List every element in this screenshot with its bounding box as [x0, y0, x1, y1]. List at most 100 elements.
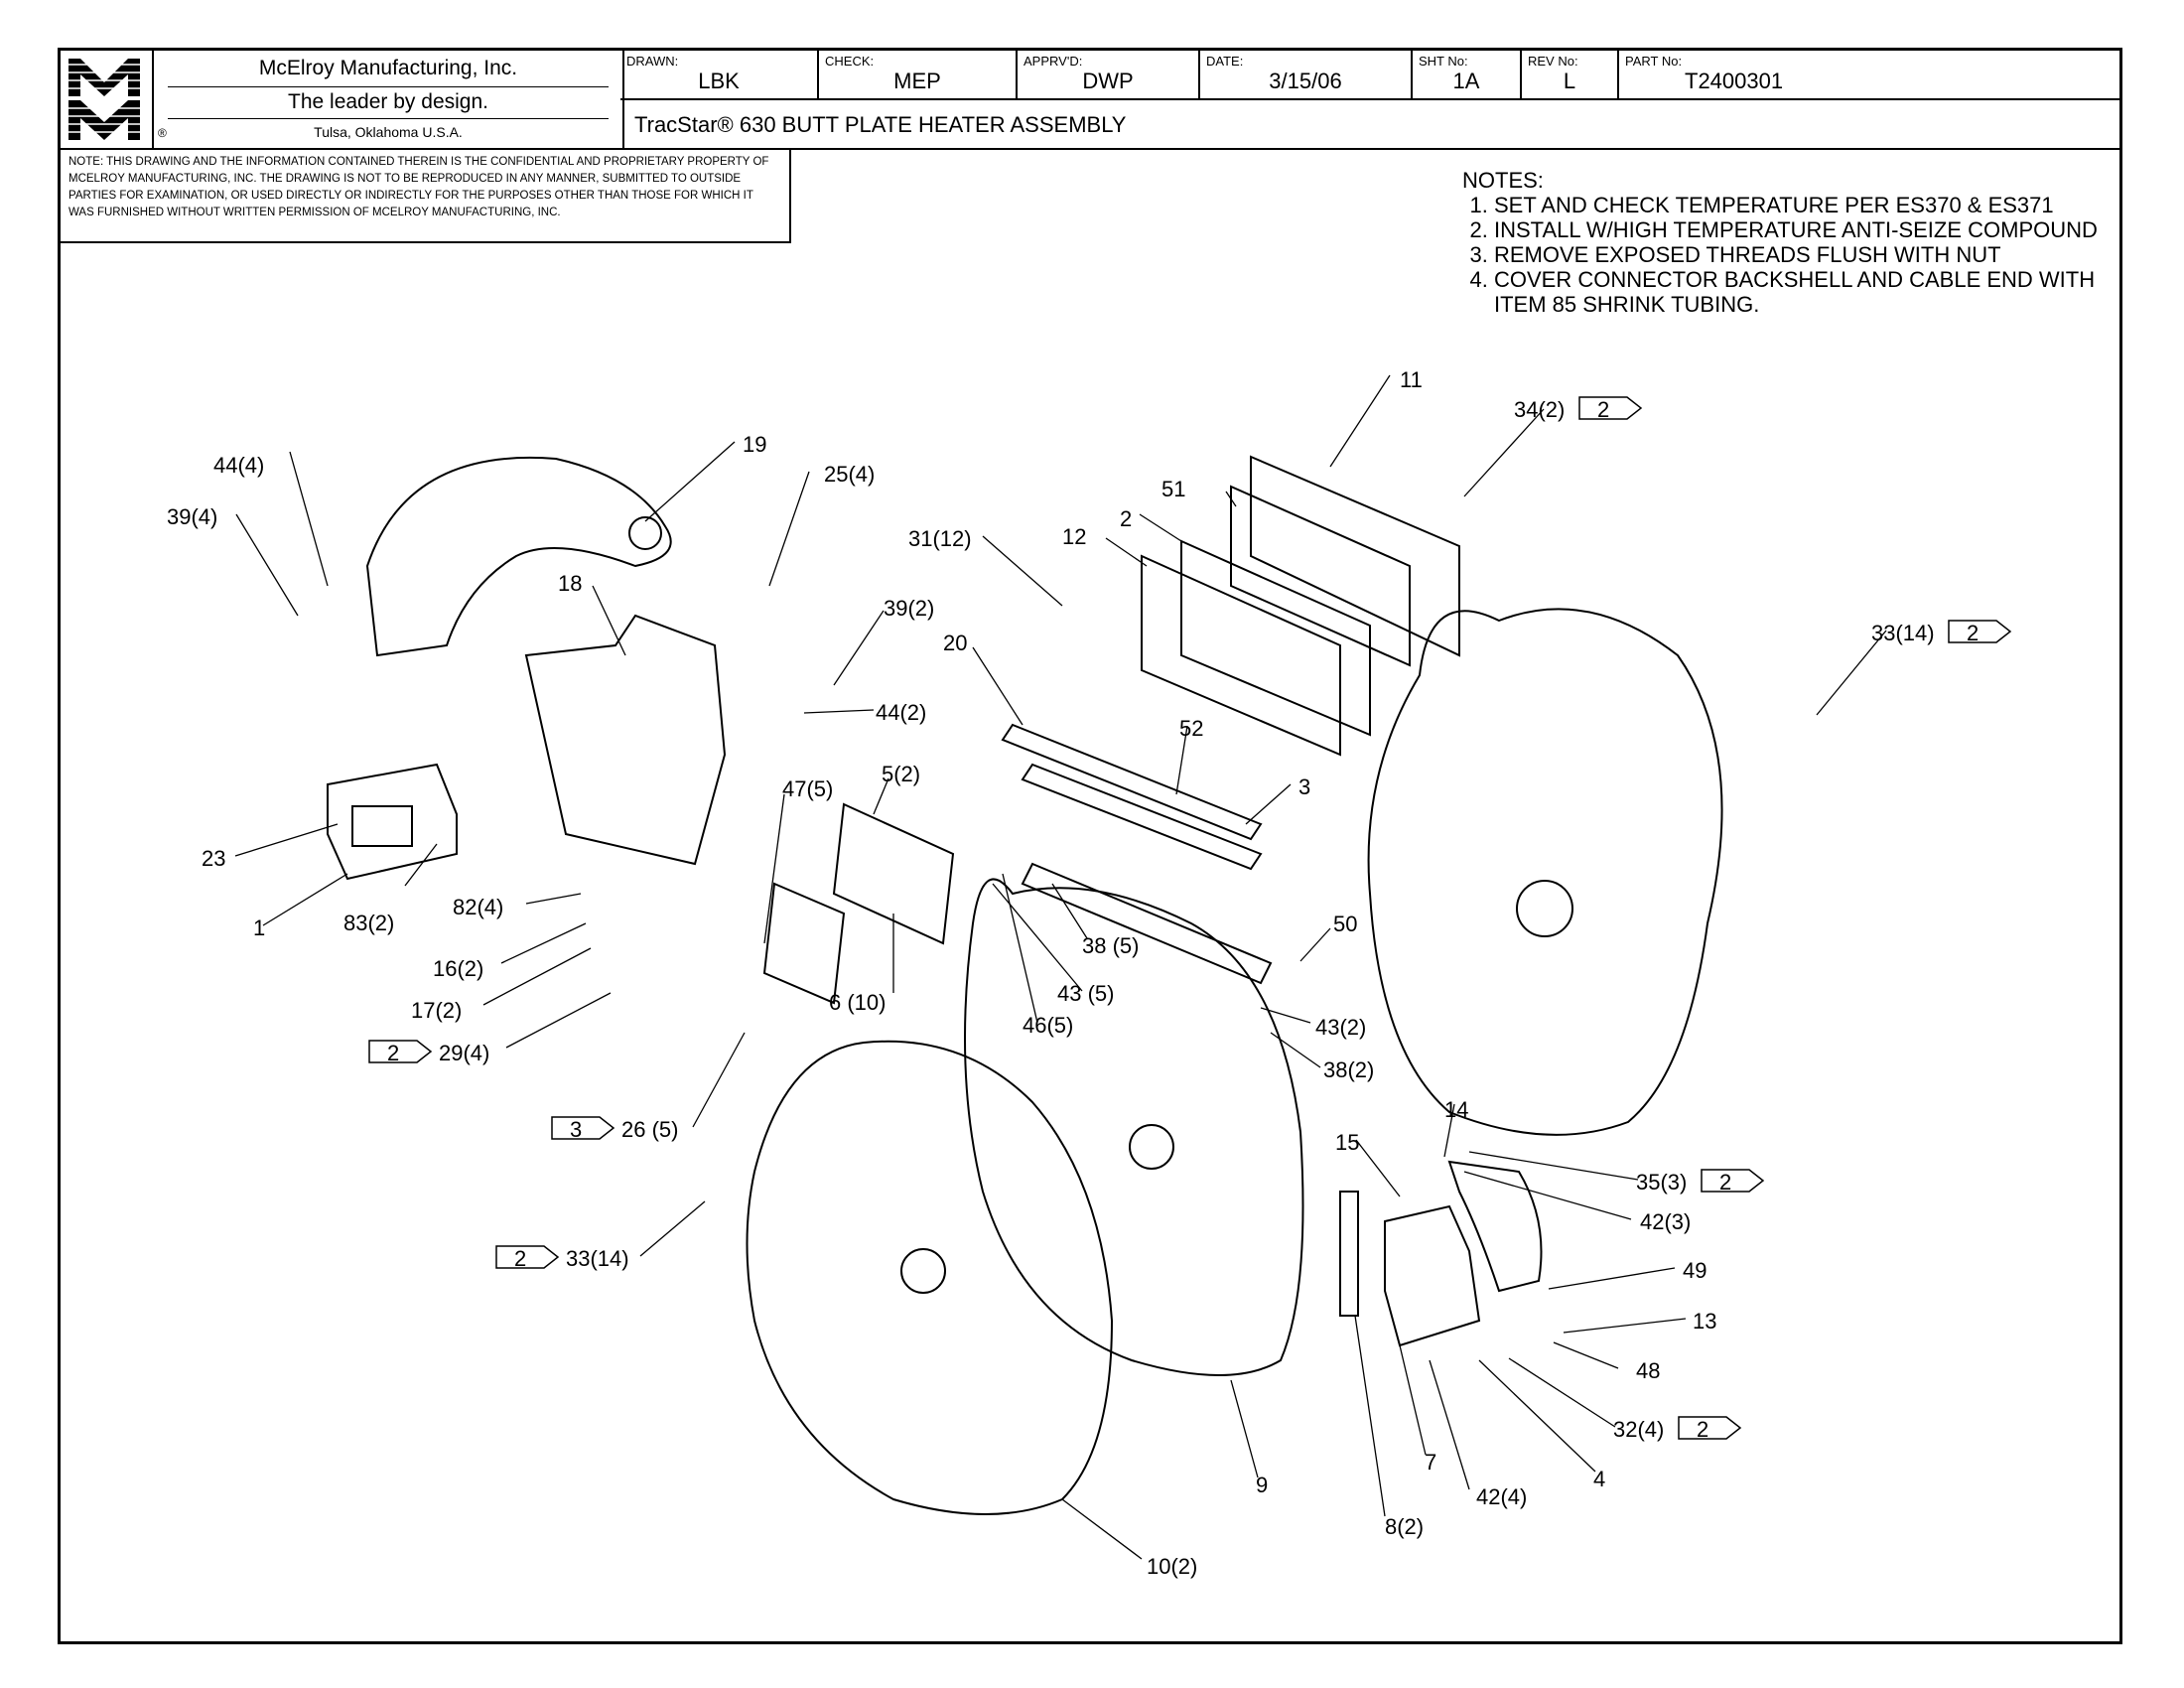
heater-element-11: [1250, 455, 1460, 657]
callout-c13: 13: [1693, 1309, 1716, 1334]
note-flag-c29: 2: [368, 1040, 433, 1065]
confidential-note: NOTE: This drawing and the information c…: [61, 148, 791, 243]
junction-box: [327, 763, 458, 881]
callout-c31: 31(12): [908, 526, 972, 551]
sheet-label: SHT No:: [1419, 54, 1468, 69]
part-label: PART No:: [1625, 54, 1683, 69]
company-tagline: The leader by design.: [288, 90, 488, 113]
rev-field: REV No: L: [1522, 51, 1619, 98]
callout-c38b: 38(2): [1323, 1057, 1374, 1082]
insulator-plate: [762, 882, 846, 1005]
note-flag-c26: 3: [551, 1116, 615, 1142]
callout-c6: 6 (10): [829, 990, 886, 1015]
callout-c23: 23: [202, 846, 225, 871]
sheet-field: SHT No: 1A: [1413, 51, 1522, 98]
callout-c83: 83(2): [343, 911, 394, 935]
callout-c42a: 42(3): [1640, 1209, 1691, 1234]
rev-value: L: [1563, 69, 1576, 93]
heater-plate-main: [964, 878, 1304, 1376]
callout-c34: 34(2): [1514, 397, 1565, 422]
heater-element-12: [1141, 554, 1341, 757]
callout-c7: 7: [1425, 1450, 1436, 1475]
spacer-8: [1339, 1191, 1359, 1317]
note-flag-c33b: 2: [495, 1245, 560, 1271]
callout-c19: 19: [743, 432, 766, 457]
callout-c25: 25(4): [824, 462, 875, 487]
note-flag-number: 2: [1597, 397, 1609, 422]
heater-plate-front: [746, 1040, 1114, 1515]
callout-c9: 9: [1256, 1473, 1268, 1497]
heater-element-51: [1230, 485, 1411, 667]
callout-c18: 18: [558, 571, 582, 596]
drawn-value: LBK: [698, 69, 740, 93]
note-item: SET AND CHECK TEMPERATURE PER ES370 & ES…: [1494, 193, 2098, 217]
heater-element-2: [1180, 539, 1371, 737]
callout-c2: 2: [1120, 506, 1132, 531]
heater-plate-back: [1367, 608, 1723, 1136]
approved-label: APPRV'D:: [1024, 54, 1083, 69]
notes-list: SET AND CHECK TEMPERATURE PER ES370 & ES…: [1462, 193, 2098, 317]
callout-c50: 50: [1333, 912, 1357, 936]
callout-c16: 16(2): [433, 956, 483, 981]
hub-hole-front: [900, 1248, 946, 1294]
date-field: DATE: 3/15/06: [1200, 51, 1413, 98]
callout-c43b: 43(2): [1315, 1015, 1366, 1040]
callout-c8: 8(2): [1385, 1514, 1424, 1539]
rev-label: REV No:: [1528, 54, 1578, 69]
hub-hole-main: [1129, 1124, 1174, 1170]
mmi-logo: [65, 55, 144, 144]
callout-c42b: 42(4): [1476, 1484, 1527, 1509]
callout-c39a: 39(4): [167, 504, 217, 529]
check-field: CHECK: MEP: [819, 51, 1018, 98]
mounting-bracket: [524, 614, 727, 866]
callout-c33a: 33(14): [1871, 621, 1935, 645]
bus-bar: [1021, 763, 1263, 871]
callout-c52: 52: [1179, 716, 1203, 741]
date-label: DATE:: [1206, 54, 1244, 69]
part-field: PART No: T2400301: [1619, 51, 2119, 98]
note-flag-number: 2: [1719, 1170, 1731, 1195]
note-flag-number: 2: [387, 1041, 399, 1065]
note-item: COVER CONNECTOR BACKSHELL AND CABLE END …: [1494, 267, 2098, 317]
handle-housing: [1384, 1204, 1481, 1347]
check-label: CHECK:: [825, 54, 875, 69]
callout-c3: 3: [1298, 774, 1310, 799]
note-flag-c32: 2: [1678, 1416, 1742, 1442]
callout-c38a: 38 (5): [1082, 933, 1139, 958]
callout-c48: 48: [1636, 1358, 1660, 1383]
notes-heading: NOTES:: [1462, 168, 1544, 193]
approved-value: DWP: [1082, 69, 1134, 93]
arm-bracket: [365, 457, 672, 657]
callout-c20: 20: [943, 631, 967, 655]
callout-c46: 46(5): [1023, 1013, 1073, 1038]
terminal-strip: [1021, 862, 1273, 985]
company-name: McElroy Manufacturing, Inc.: [258, 57, 518, 79]
note-flag-c33a: 2: [1948, 620, 2012, 645]
callout-c10: 10(2): [1147, 1554, 1197, 1579]
sheet-value: 1A: [1452, 69, 1480, 93]
company-block: McElroy Manufacturing, Inc. The leader b…: [152, 51, 624, 148]
callout-c47: 47(5): [782, 776, 833, 801]
callout-c39b: 39(2): [884, 596, 934, 621]
callout-c43a: 43 (5): [1057, 981, 1114, 1006]
drawn-label: DRAWN:: [626, 54, 679, 69]
title-block: McElroy Manufacturing, Inc. The leader b…: [61, 51, 2119, 150]
insulator-plate: [832, 802, 955, 945]
callout-c5: 5(2): [882, 762, 920, 786]
callout-c14: 14: [1444, 1097, 1468, 1122]
bus-bar: [1001, 723, 1263, 841]
handle-grip: [1447, 1160, 1543, 1293]
callout-c1: 1: [253, 915, 265, 940]
note-item: REMOVE EXPOSED THREADS FLUSH WITH NUT: [1494, 242, 2098, 267]
date-value: 3/15/06: [1269, 69, 1342, 93]
callout-c35: 35(3): [1636, 1170, 1687, 1195]
note-flag-number: 2: [1697, 1417, 1708, 1442]
callout-c26: 26 (5): [621, 1117, 678, 1142]
notes-block: NOTES: SET AND CHECK TEMPERATURE PER ES3…: [1462, 168, 2098, 317]
hub-hole-back: [1516, 880, 1573, 937]
callout-c29: 29(4): [439, 1041, 489, 1065]
callout-c12: 12: [1062, 524, 1086, 549]
drawn-field: DRAWN: LBK: [620, 51, 819, 98]
note-flag-c35: 2: [1701, 1169, 1765, 1195]
